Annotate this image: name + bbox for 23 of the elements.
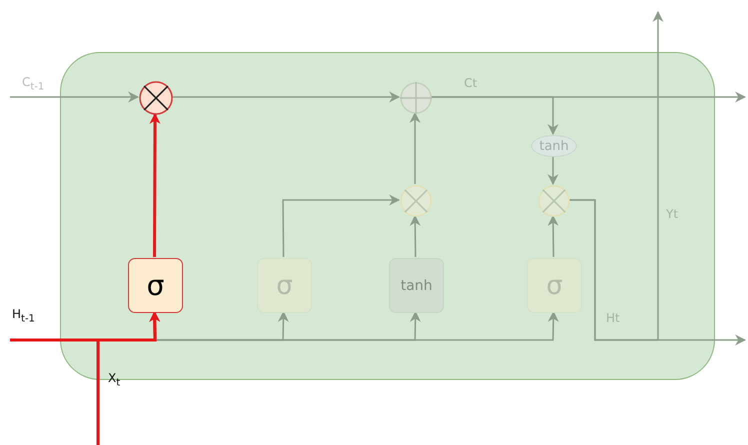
lstm-cell-panel: [60, 52, 715, 380]
arrow: [569, 10, 664, 341]
tanh-ellipse: tanh: [531, 135, 577, 157]
edge-label: H$_{t-1}$: [12, 308, 35, 324]
gate-box: tanh: [389, 258, 444, 313]
operator-circle: [139, 81, 173, 115]
highlighted-arrow: [96, 310, 160, 445]
operator-circle: [400, 185, 432, 217]
operator-circle: [400, 82, 432, 114]
arrow: [282, 194, 400, 257]
arrow: [431, 96, 558, 136]
gate-box: σ: [128, 258, 183, 313]
arrow: [410, 112, 420, 184]
arrow: [10, 92, 140, 102]
operator-circle: [538, 185, 570, 217]
arrow: [155, 310, 559, 341]
edge-label: C$_{t-1}$: [22, 76, 44, 92]
edge-label: X$_{t}$: [108, 372, 120, 388]
arrow: [410, 214, 421, 258]
arrow: [548, 214, 559, 258]
arrow: [548, 156, 558, 186]
highlighted-arrow: [149, 112, 160, 257]
arrow: [172, 92, 400, 102]
